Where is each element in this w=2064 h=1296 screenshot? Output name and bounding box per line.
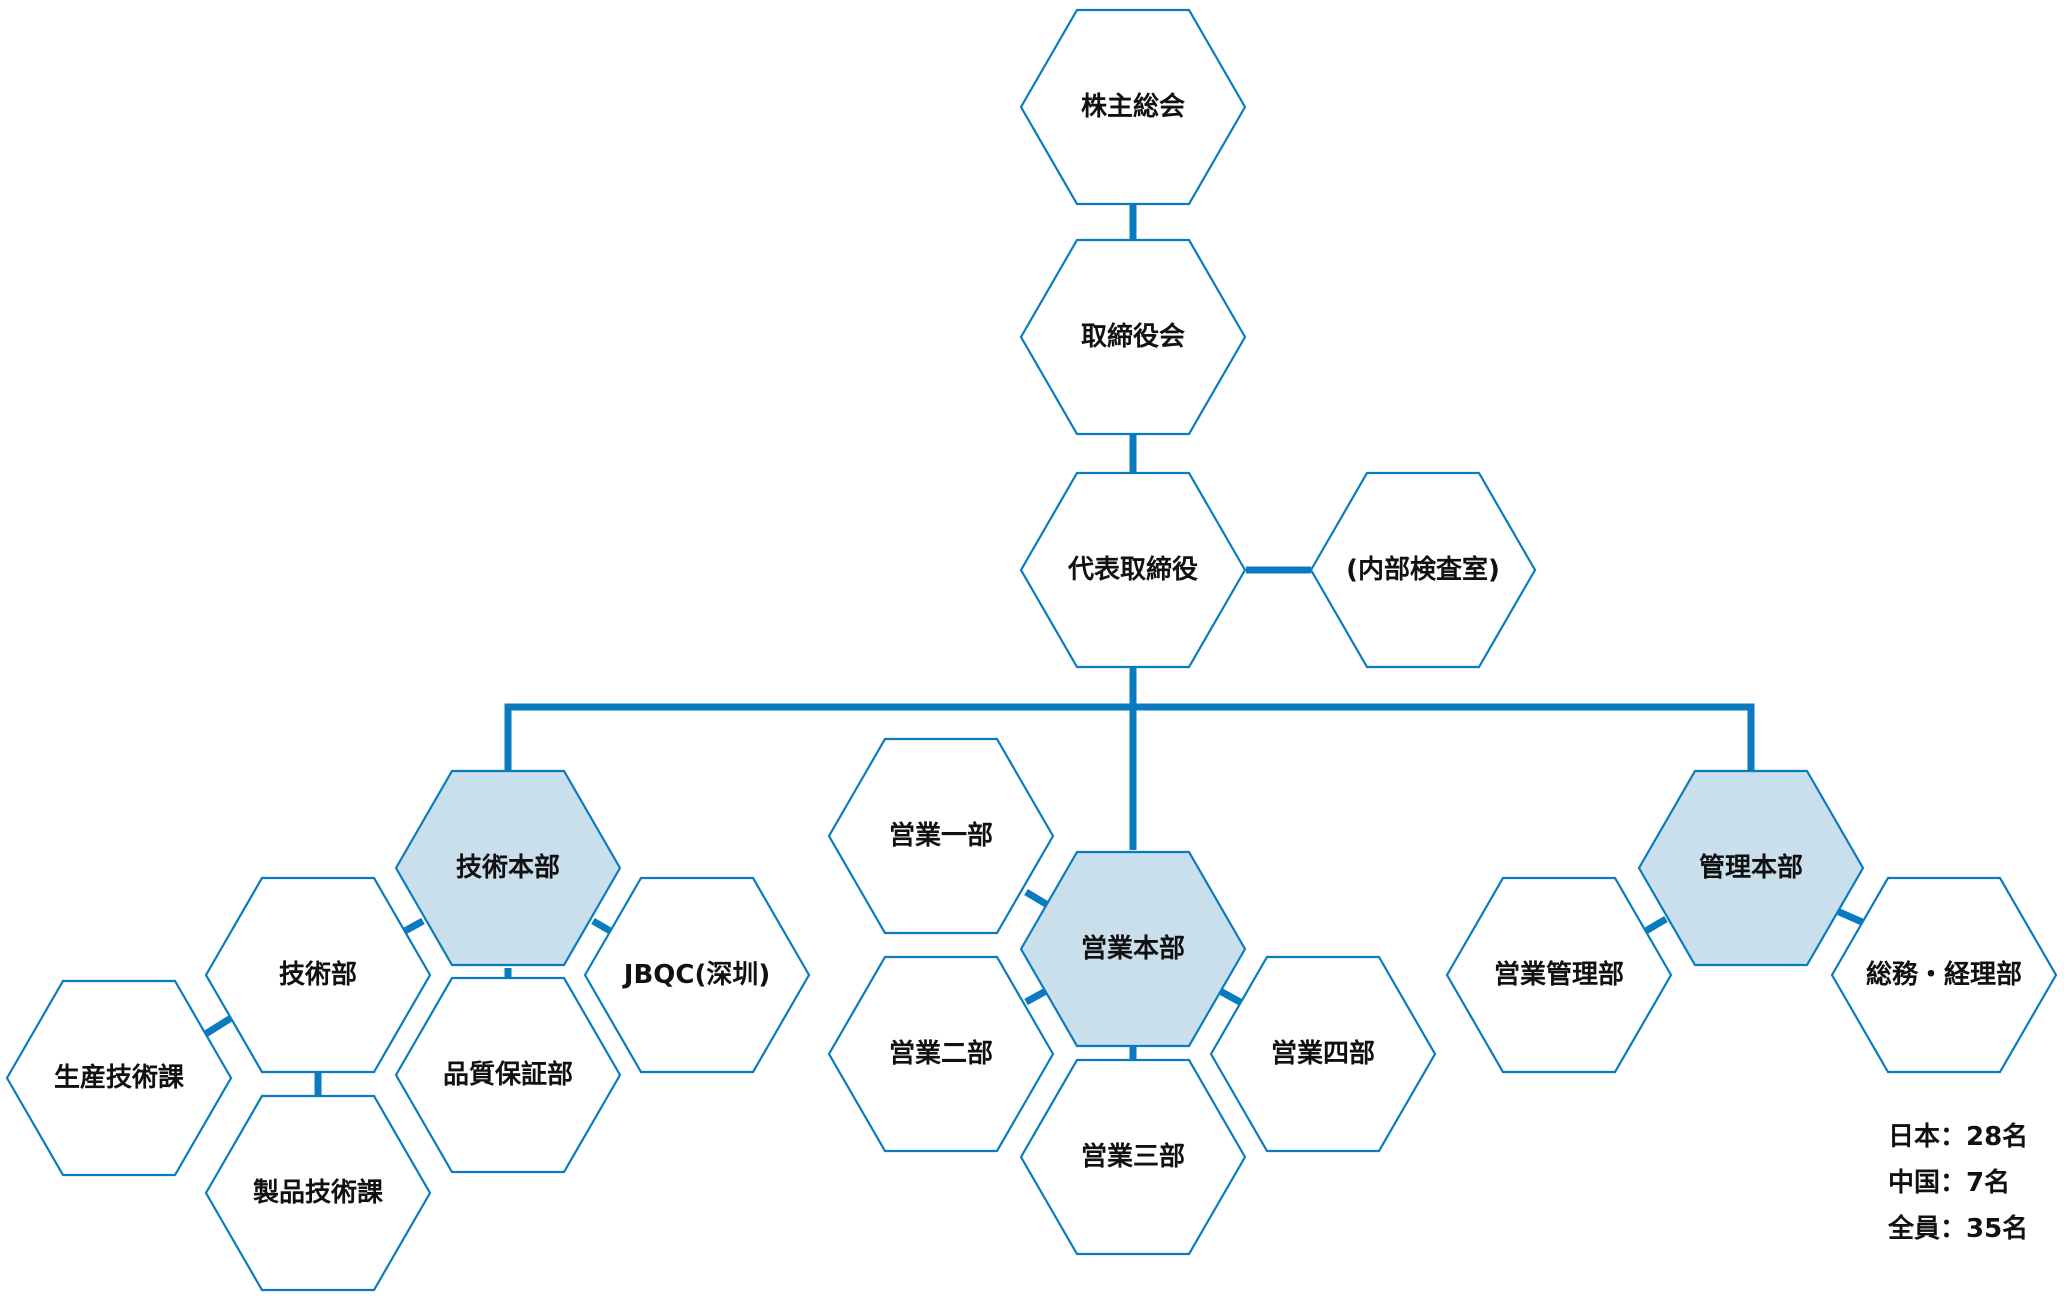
node-tech-dept: 技術部 — [204, 876, 432, 1074]
node-label: (内部検査室) — [1346, 554, 1500, 585]
connector-sales-sales1 — [1024, 888, 1048, 908]
node-sales2: 営業二部 — [827, 955, 1055, 1153]
node-admin-hq: 管理本部 — [1637, 769, 1865, 967]
node-general-affairs: 総務・経理部 — [1830, 876, 2058, 1074]
node-label: 総務・経理部 — [1866, 959, 2022, 990]
connector-admin-salesadmin — [1642, 915, 1668, 936]
node-ceo: 代表取締役 — [1019, 471, 1247, 669]
headcount-japan: 日本：28名 — [1888, 1122, 2029, 1152]
node-label: 管理本部 — [1699, 853, 1803, 883]
node-production-tech: 生産技術課 — [5, 979, 233, 1177]
node-label: 株主総会 — [1081, 91, 1185, 122]
node-label: 営業本部 — [1081, 934, 1185, 964]
node-product-tech: 製品技術課 — [204, 1094, 432, 1292]
node-sales-admin: 営業管理部 — [1445, 876, 1673, 1074]
node-sales-hq: 営業本部 — [1019, 850, 1247, 1048]
node-label: 営業管理部 — [1494, 960, 1624, 990]
connector-admin-general — [1835, 907, 1864, 926]
node-label: 製品技術課 — [253, 1177, 384, 1208]
node-sales3: 営業三部 — [1019, 1058, 1247, 1256]
node-board: 取締役会 — [1019, 238, 1247, 436]
node-label: 技術部 — [279, 960, 357, 990]
node-shareholders: 株主総会 — [1019, 8, 1247, 206]
node-label: 営業三部 — [1081, 1142, 1185, 1172]
node-sales4: 営業四部 — [1209, 955, 1437, 1153]
node-label: 営業一部 — [889, 821, 993, 851]
connector-techdept-production — [202, 1015, 233, 1038]
node-sales1: 営業一部 — [827, 737, 1055, 935]
connector-tech-techdept — [401, 917, 425, 936]
node-jbqc: JBQC(深圳) — [583, 876, 811, 1074]
node-label: 生産技術課 — [54, 1062, 185, 1093]
node-audit: (内部検査室) — [1309, 471, 1537, 669]
headcount-china: 中国：7名 — [1888, 1168, 2011, 1198]
node-tech-hq: 技術本部 — [394, 769, 622, 967]
connector-sales-sales4 — [1218, 987, 1242, 1006]
node-label: 営業四部 — [1271, 1039, 1375, 1069]
node-label: 品質保証部 — [443, 1059, 573, 1090]
node-label: 営業二部 — [889, 1039, 993, 1069]
connector-branch-bar — [504, 703, 1755, 770]
headcount-summary: 日本：28名 中国：7名 全員：35名 — [1888, 1114, 2028, 1252]
connector-tech-jbqc — [591, 917, 614, 936]
node-quality: 品質保証部 — [394, 976, 622, 1174]
node-label: 技術本部 — [456, 853, 560, 883]
node-label: 取締役会 — [1081, 321, 1185, 352]
headcount-total: 全員：35名 — [1888, 1214, 2029, 1244]
connector-sales-sales2 — [1024, 987, 1048, 1006]
node-label: 代表取締役 — [1067, 554, 1198, 585]
node-label: JBQC(深圳) — [622, 960, 770, 990]
connectors — [202, 204, 1864, 1096]
